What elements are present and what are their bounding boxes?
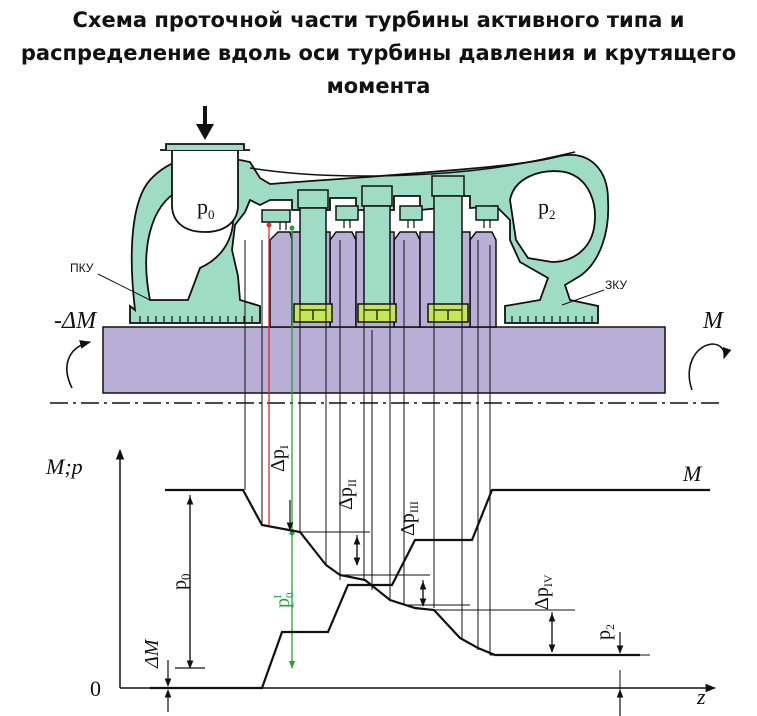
blade-rows <box>293 175 469 323</box>
dp4-label: ΔpIV <box>531 574 555 610</box>
title-line-3: момента <box>326 74 431 98</box>
green-marker <box>289 225 295 231</box>
y-axis-label: M;p <box>45 454 83 479</box>
minus-dm-label: -ΔM <box>54 308 98 334</box>
left-torque-arrow-icon <box>66 340 92 389</box>
projection-lines <box>244 240 491 655</box>
dm-dim-label: ΔM <box>141 638 163 669</box>
origin-label: 0 <box>90 676 101 701</box>
m-top-label: M <box>702 308 725 334</box>
p0-chamber-label: p0 <box>197 194 215 222</box>
p2-dim-label: p2 <box>593 624 617 640</box>
pku-label: ПКУ <box>70 261 94 275</box>
p0-prime-label: p0I <box>272 592 296 608</box>
dp3-label: ΔpIII <box>397 501 421 536</box>
inlet-arrow-icon <box>196 106 214 140</box>
level-lines <box>160 531 650 700</box>
seal-teeth <box>139 220 593 323</box>
p2-chamber-label: p2 <box>538 194 556 222</box>
m-curve-label: M <box>682 461 703 486</box>
zku-label: ЗКУ <box>605 278 627 292</box>
title-line-1: Схема проточной части турбины активного … <box>72 8 685 32</box>
plot-axes <box>115 448 717 693</box>
diagram-title: Схема проточной части турбины активного … <box>0 4 757 103</box>
torque-curve <box>150 488 710 690</box>
casing <box>129 143 610 324</box>
p0-dim-label: p0 <box>169 574 193 591</box>
right-torque-arrow-icon <box>688 343 732 391</box>
dp1-label: ΔpI <box>267 445 291 472</box>
zku-leader <box>561 289 605 306</box>
pku-leader <box>97 273 151 301</box>
x-axis-label: z <box>696 684 706 709</box>
dp2-label: ΔpII <box>335 479 359 510</box>
pressure-curve <box>165 488 640 657</box>
dimension-arrows <box>164 495 624 716</box>
red-marker <box>266 222 272 228</box>
title-line-2: распределение вдоль оси турбины давления… <box>20 41 737 65</box>
